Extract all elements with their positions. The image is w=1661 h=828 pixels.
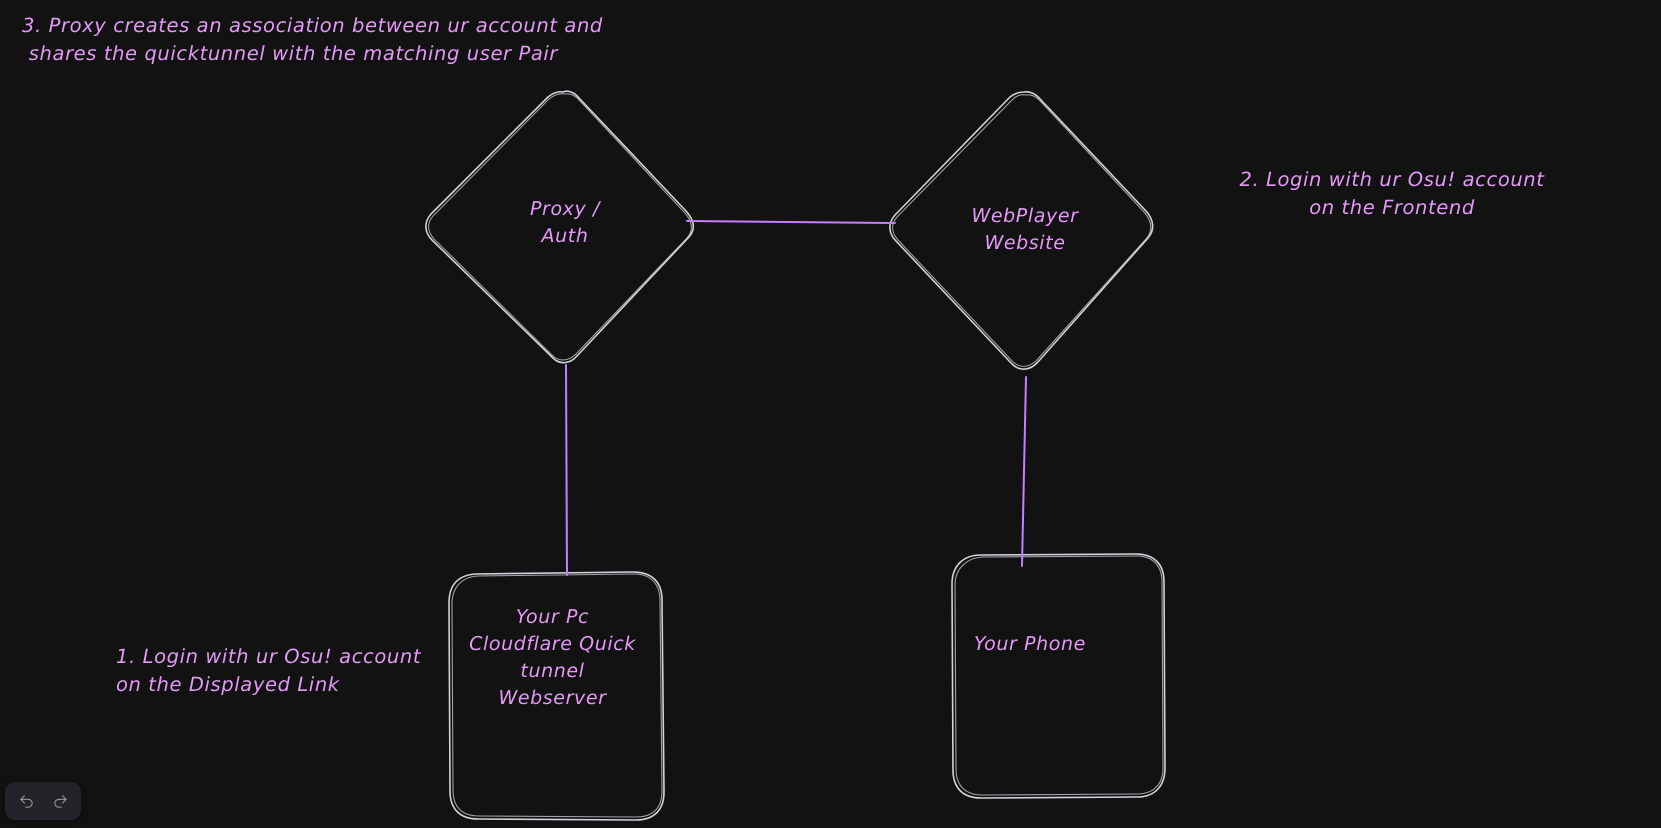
- shape-your-phone[interactable]: [951, 553, 1166, 799]
- history-toolbar: [5, 782, 81, 820]
- shape-webplayer-website[interactable]: [889, 91, 1154, 370]
- connector-webplayer-to-your-phone[interactable]: [1021, 376, 1027, 567]
- node-label-webplayer-website[interactable]: WebPlayer Website: [971, 205, 1079, 254]
- undo-button[interactable]: [10, 787, 42, 815]
- connector-proxy-to-your-pc[interactable]: [565, 364, 568, 576]
- annotation-step-2[interactable]: 2. Login with ur Osu! account on the Fro…: [1239, 168, 1545, 220]
- shape-your-pc[interactable]: [448, 571, 665, 821]
- shape-proxy-auth[interactable]: [425, 90, 695, 364]
- undo-icon: [18, 793, 35, 810]
- redo-button[interactable]: [44, 787, 76, 815]
- annotation-step-3[interactable]: 3. Proxy creates an association between …: [22, 14, 603, 66]
- annotation-step-1[interactable]: 1. Login with ur Osu! account on the Dis…: [116, 645, 422, 697]
- connector-proxy-to-webplayer[interactable]: [686, 220, 896, 224]
- node-label-proxy-auth[interactable]: Proxy / Auth: [529, 198, 601, 247]
- node-label-your-pc[interactable]: Your Pc Cloudflare Quick tunnel Webserve…: [469, 606, 636, 709]
- node-label-your-phone[interactable]: Your Phone: [974, 633, 1086, 655]
- redo-icon: [52, 793, 69, 810]
